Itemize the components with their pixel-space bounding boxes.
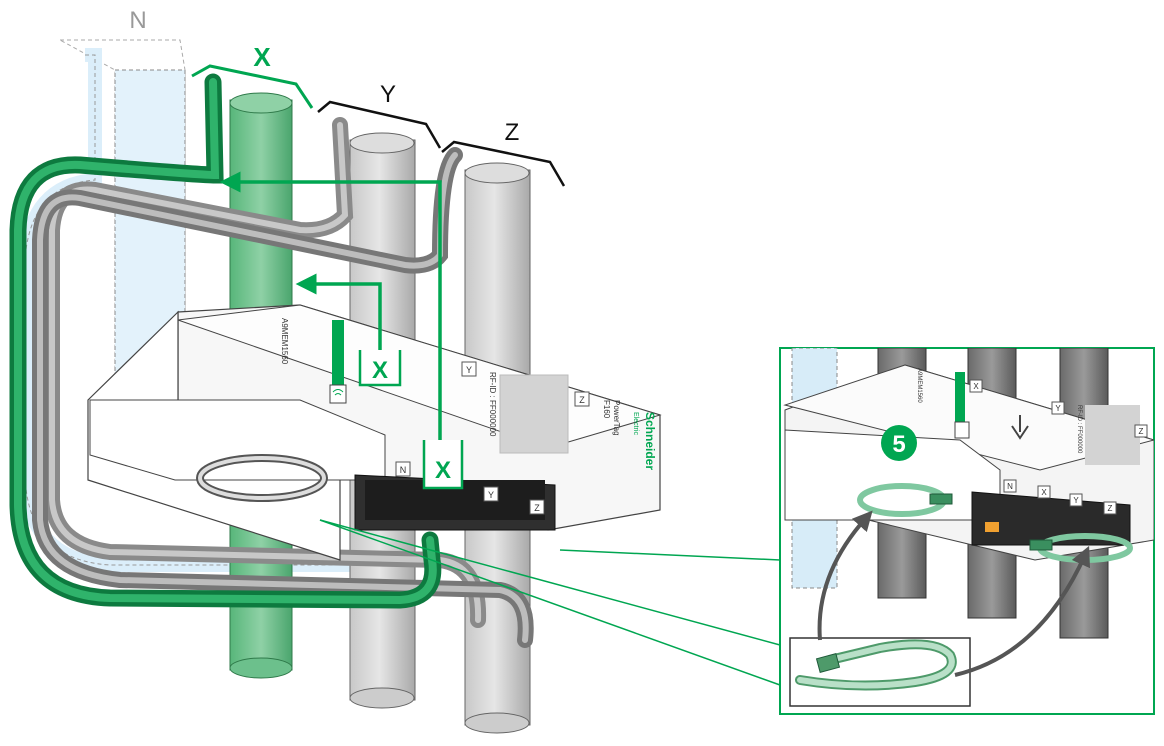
detail-terminal-z-top: Z (1139, 427, 1144, 436)
phase-label-z: Z (505, 119, 520, 146)
phase-label-n: N (129, 7, 146, 34)
powertag-device: A9MEM1560 RF-ID : FF000000 PowerTag F160… (87, 304, 662, 561)
phase-label-x: X (253, 42, 271, 72)
detail-terminal-n: N (1007, 482, 1013, 491)
detail-inset: A9MEM1560 RF-ID : FF000000 X Y Z N X Y Z… (779, 347, 1155, 715)
terminal-tags: N Y Z (395, 461, 545, 515)
brand-logo: Schneider (643, 412, 657, 470)
led-strip (332, 320, 344, 400)
terminal-tag-y-top-label: Y (466, 365, 472, 375)
detail-terminal-x-top: X (973, 382, 979, 391)
detail-rf-id: RF-ID : FF000000 (1076, 405, 1082, 454)
callout-lines (319, 519, 781, 686)
terminal-tag-z-top-label: Z (579, 395, 585, 405)
routing-arrow-upper (219, 171, 442, 470)
detail-led-strip (955, 372, 965, 427)
phase-bracket-x: X (191, 42, 314, 109)
cable-tie-sample (789, 637, 971, 707)
routing-arrow-lower (295, 273, 382, 355)
terminal-y: Y (488, 490, 494, 500)
arrow-to-right-tie (954, 545, 1091, 677)
detail-orange-connector (985, 522, 999, 532)
cable-x (9, 73, 442, 609)
detail-terminal-y: Y (1073, 496, 1079, 505)
cable-y (44, 117, 487, 628)
brand-sub: Electric (632, 412, 639, 435)
step-badge (881, 425, 917, 461)
detail-terminal-y-top: Y (1055, 404, 1061, 413)
terminal-tag-z-top (574, 391, 590, 407)
x-badge-upper-label: X (372, 357, 388, 384)
phase-bracket-z: Z (441, 119, 566, 187)
terminal-z: Z (534, 503, 540, 513)
device-product-model: F160 (602, 400, 611, 419)
terminal-n: N (400, 465, 407, 475)
detail-model-ref: A9MEM1560 (916, 368, 922, 403)
arrow-to-left-tie (817, 510, 873, 641)
terminal-tag-y-top (461, 361, 477, 377)
phase-label-y: Y (380, 81, 396, 108)
device-rf-id: RF-ID : FF000000 (488, 372, 497, 437)
step-number: 5 (892, 431, 905, 458)
x-badge-lower: X (422, 440, 464, 490)
x-badge-upper: X (358, 350, 402, 387)
detail-terminal-x: X (1041, 488, 1047, 497)
phase-bracket-y: Y (317, 81, 442, 149)
device-model-ref: A9MEM1560 (280, 318, 289, 365)
down-arrow-icon (1011, 415, 1029, 440)
detail-terminal-z: Z (1108, 504, 1113, 513)
x-badge-lower-label: X (435, 457, 451, 484)
device-product-name: PowerTag (612, 400, 621, 436)
qr-label (499, 374, 569, 454)
